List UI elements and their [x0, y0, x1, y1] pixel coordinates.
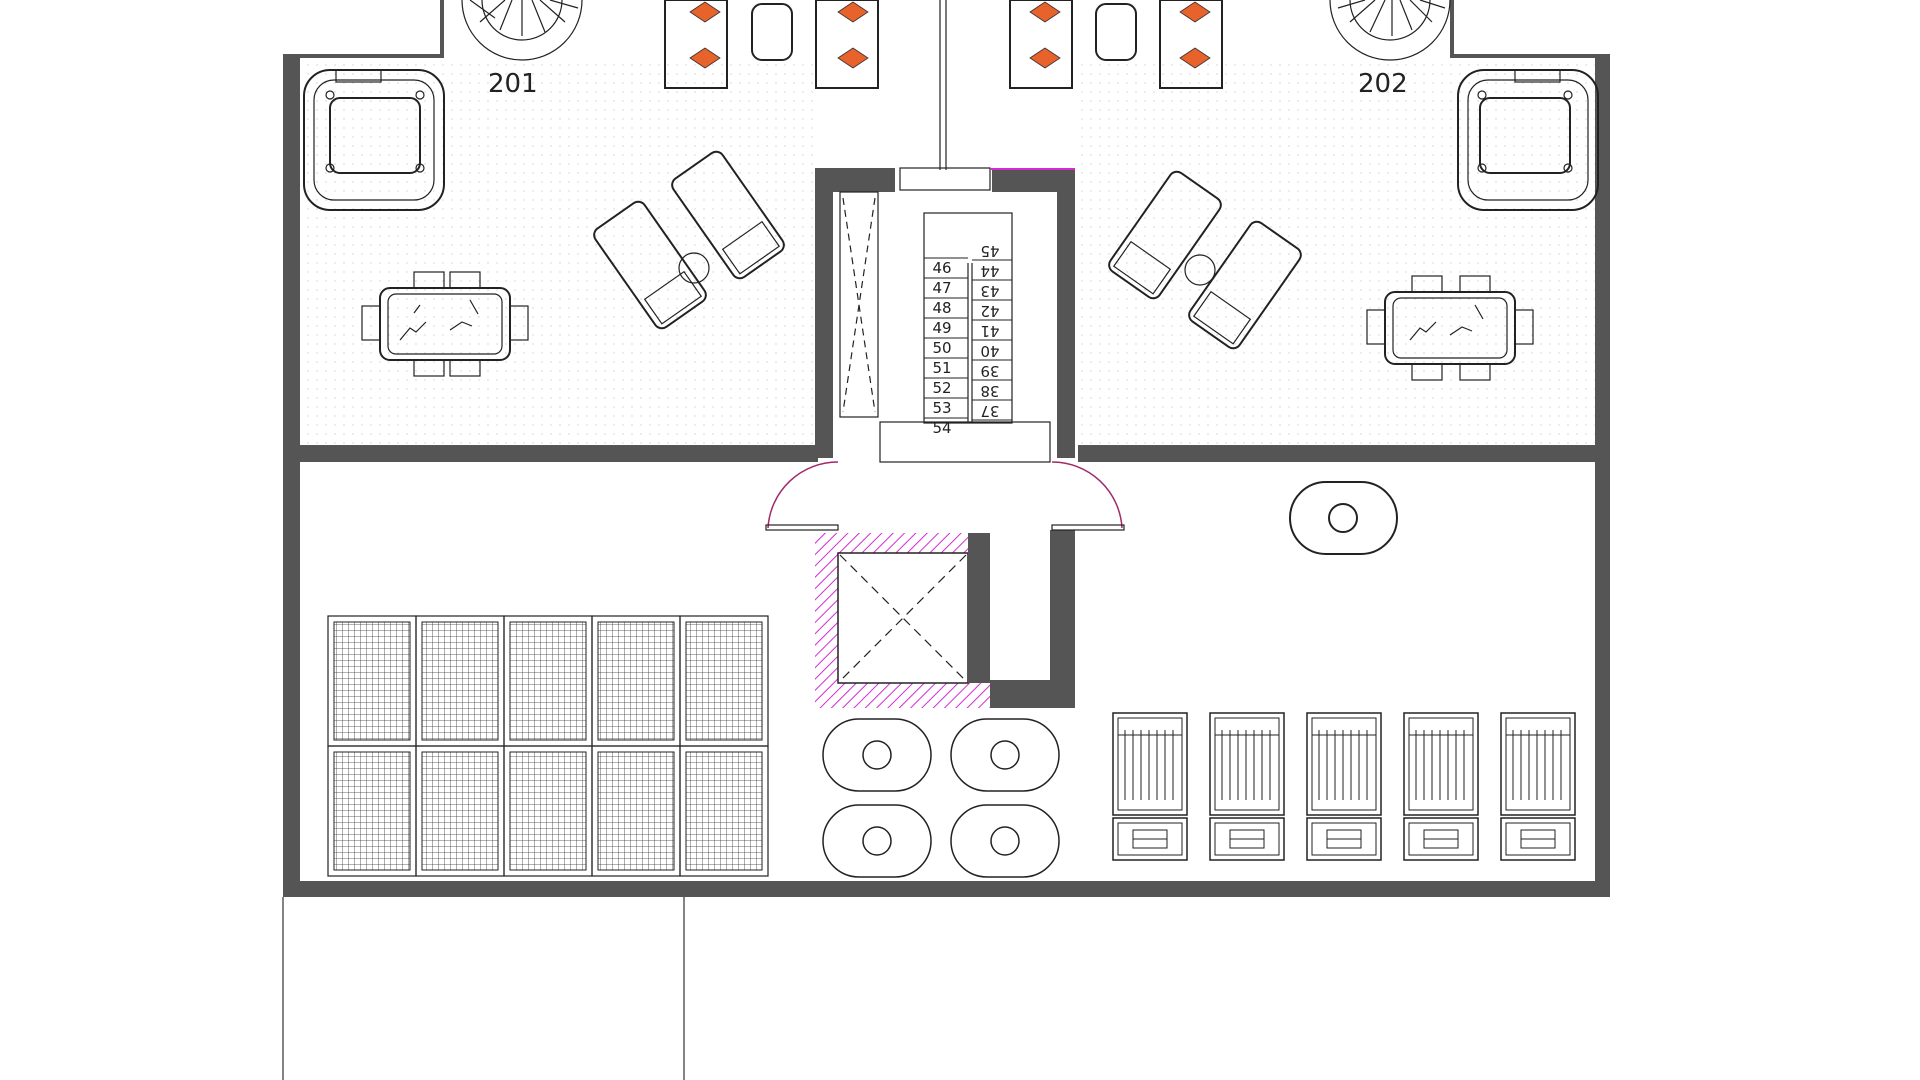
deck-chair	[1209, 712, 1285, 861]
stair-step-label-up: 47	[932, 279, 951, 297]
stair-step-label-up: 46	[932, 259, 951, 277]
stair-step-label-down: 42	[980, 302, 999, 320]
jacuzzi-right	[1457, 69, 1599, 211]
water-tank-group	[822, 718, 1060, 878]
solar-panel-cells	[509, 621, 587, 741]
walls	[283, 0, 1610, 897]
solar-panel-cells	[597, 621, 675, 741]
deck-chair	[1403, 712, 1479, 861]
spiral-stair-right	[1329, 0, 1451, 61]
unit-label-202: 202	[1358, 69, 1408, 99]
stair-step-label-down: 44	[980, 262, 999, 280]
stair-step-label-down: 38	[980, 382, 999, 400]
solar-panel-cells	[685, 751, 763, 871]
jacuzzi-left	[303, 69, 445, 211]
sofa-set-left	[664, 0, 879, 89]
dining-set-right	[1366, 275, 1534, 381]
stair-step-label-down: 37	[980, 402, 999, 420]
stair-step-label-down: 43	[980, 282, 999, 300]
terrace-right-floor	[1078, 60, 1595, 445]
solar-panel-cells	[509, 751, 587, 871]
solar-panel-cells	[333, 751, 411, 871]
sun-loungers-left	[593, 150, 785, 330]
water-tank-lid	[862, 740, 892, 770]
stair-core: 46 47 48 49 50 51 52 53 54 45 44 43 42 41 40 39 38 37	[839, 0, 1075, 463]
spiral-stair-left	[461, 0, 583, 61]
deck-chair	[1112, 712, 1188, 861]
stair-step-label-down: 41	[980, 322, 999, 340]
stair-step-label-down: 40	[980, 342, 999, 360]
stair-step-label-down: 39	[980, 362, 999, 380]
water-tank-lid	[990, 740, 1020, 770]
stair-step-label-down: 45	[980, 242, 999, 260]
deck-chair	[1500, 712, 1576, 861]
water-tank-lid	[990, 826, 1020, 856]
water-tank	[950, 718, 1060, 792]
solar-panel-cells	[685, 621, 763, 741]
stair-step-label-up: 48	[932, 299, 951, 317]
unit-label-201: 201	[488, 69, 538, 99]
water-tank	[950, 804, 1060, 878]
deck-chair	[1306, 712, 1382, 861]
water-tank-lid	[862, 826, 892, 856]
solar-panel-cells	[333, 621, 411, 741]
water-tank-single	[1289, 481, 1398, 555]
stair-step-label-up: 50	[932, 339, 951, 357]
stair-step-label-up: 51	[932, 359, 951, 377]
stair-step-label-up: 54	[932, 419, 951, 437]
water-tank	[822, 718, 932, 792]
sofa-set-right	[1009, 0, 1223, 89]
solar-panel-cells	[421, 751, 499, 871]
stair-step-label-up: 52	[932, 379, 951, 397]
solar-panel-array	[327, 615, 769, 877]
deck-chair-row	[1112, 712, 1576, 861]
solar-panel-frame	[679, 745, 769, 877]
doors	[765, 461, 1125, 531]
dining-set-left	[361, 271, 529, 377]
solar-panel-cells	[421, 621, 499, 741]
stair-step-label-up: 49	[932, 319, 951, 337]
terrace-left-floor	[300, 60, 820, 445]
stair-step-label-up: 53	[932, 399, 951, 417]
water-tank	[822, 804, 932, 878]
sun-loungers-right	[1108, 170, 1302, 350]
solar-panel-cells	[597, 751, 675, 871]
